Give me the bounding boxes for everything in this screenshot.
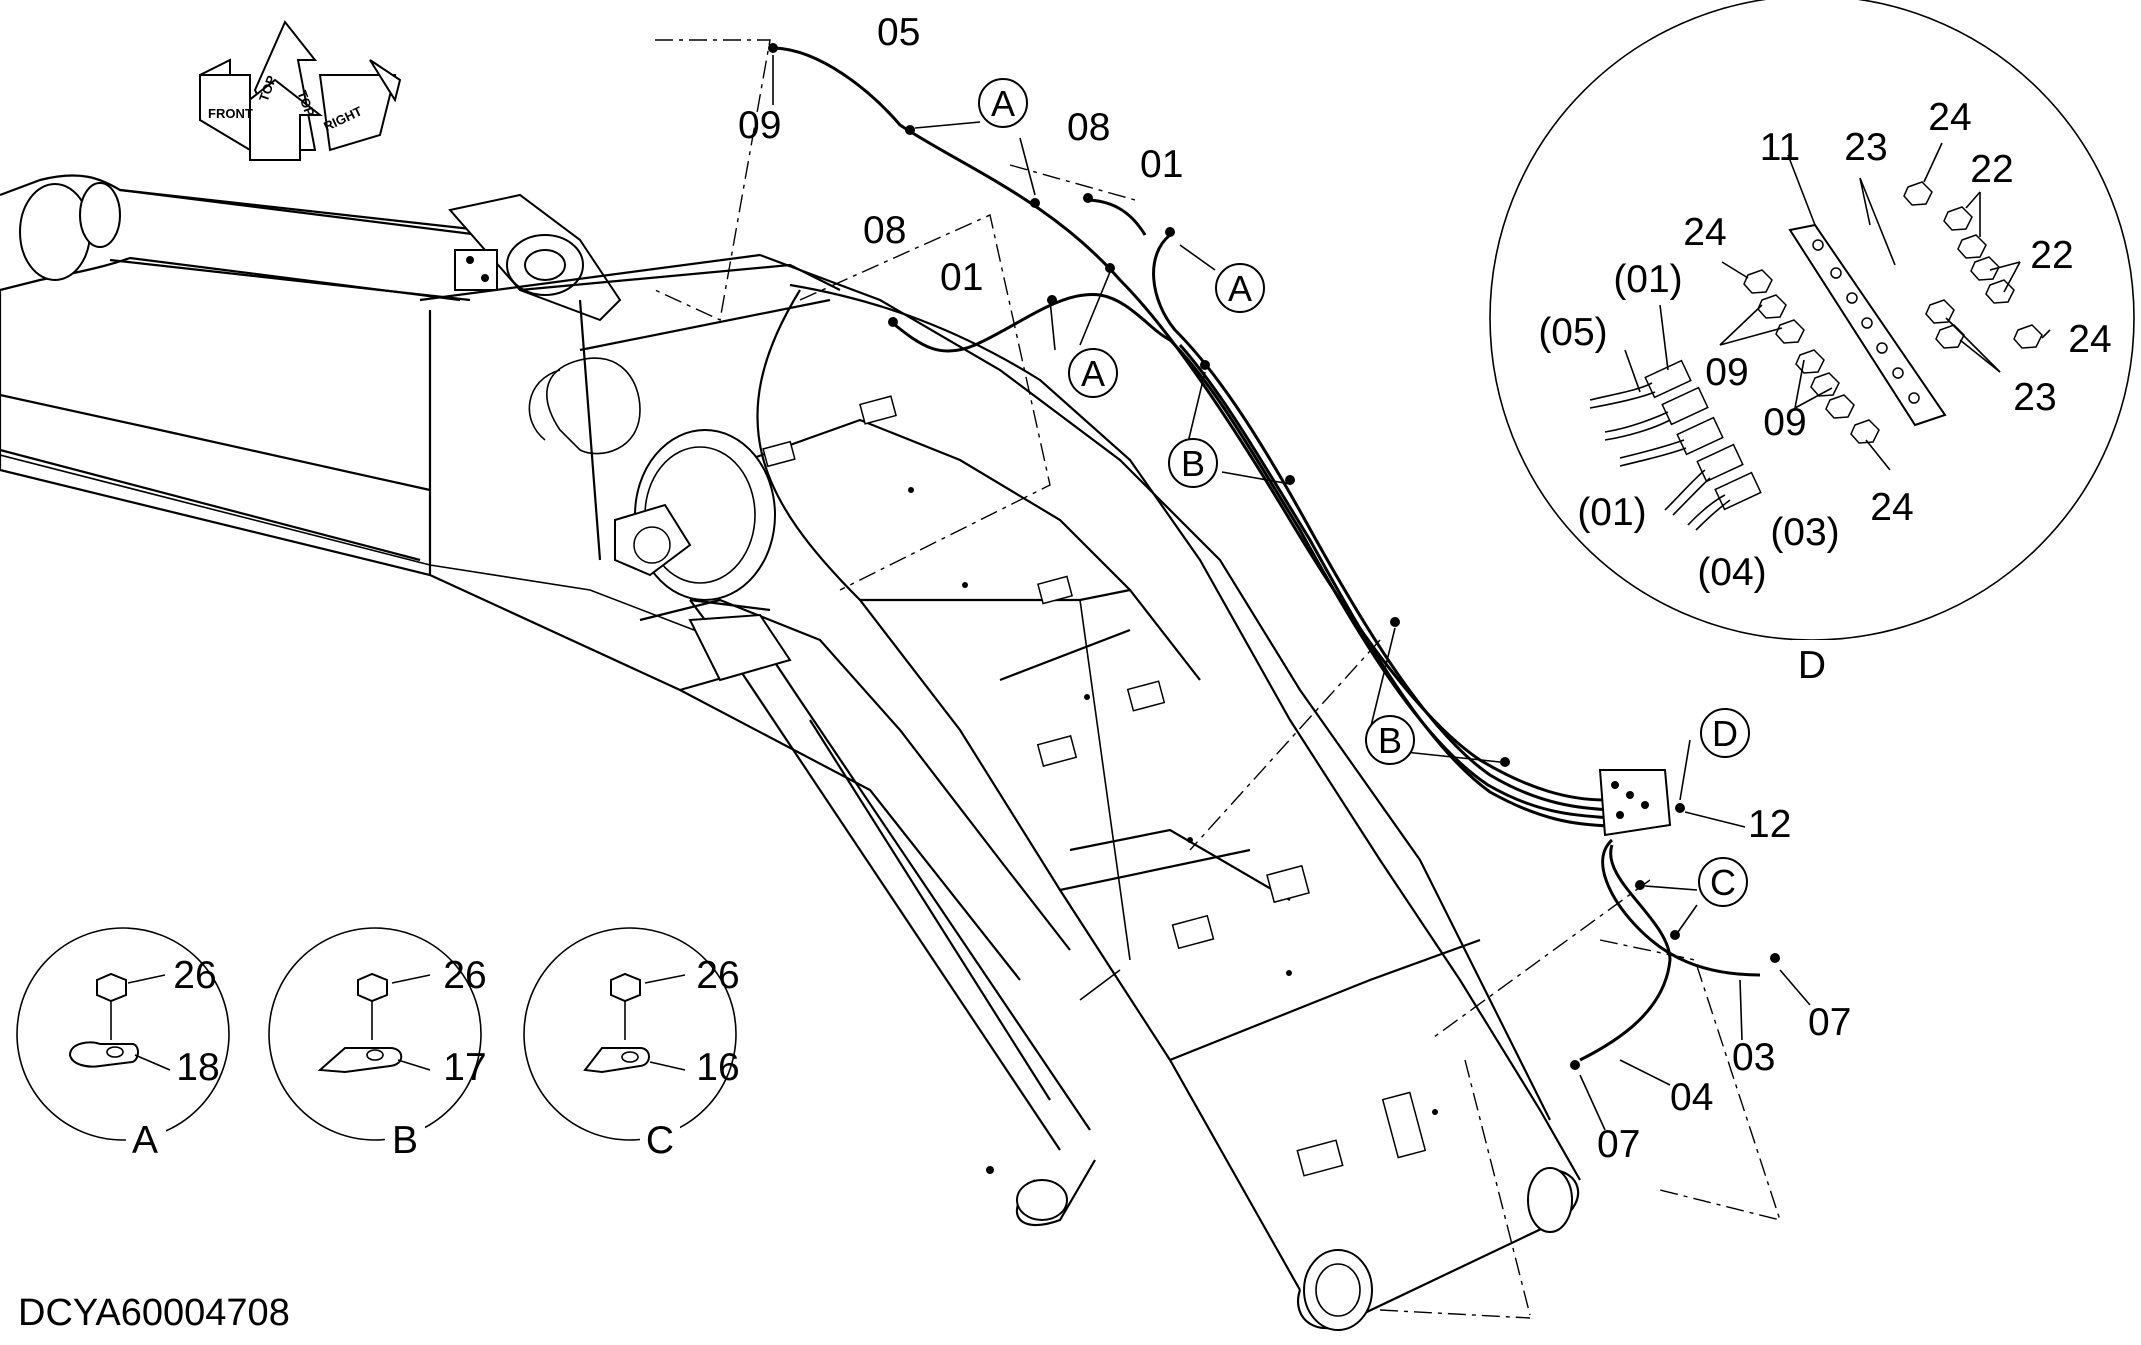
orientation-front: FRONT [208, 106, 253, 121]
detail-d-label-04-ref: (04) [1697, 551, 1766, 594]
detail-d-label-03-ref: (03) [1770, 511, 1839, 554]
svg-text:A: A [991, 83, 1015, 124]
boom-structure [0, 253, 1551, 1121]
detail-d-label-23-top: 23 [1844, 126, 1887, 169]
svg-text:A: A [1081, 353, 1105, 394]
svg-text:C: C [1710, 862, 1736, 903]
detail-b-bolt-label: 26 [443, 954, 486, 997]
hose-01-left-line [894, 293, 1611, 820]
detail-d-title: D [1798, 644, 1826, 687]
part-label-05: 05 [877, 11, 920, 54]
orientation-indicator: FRONT TOP TOP RIGHT [199, 20, 402, 161]
detail-d-label-09-lower: 09 [1763, 401, 1806, 444]
detail-d-label-24-left: 24 [1683, 211, 1726, 254]
arm-beam [756, 283, 1581, 1331]
part-label-04: 04 [1670, 1076, 1713, 1119]
callout-circle-b-upper: B [1168, 438, 1218, 488]
callout-circle-a-mid: A [1068, 348, 1118, 398]
boom-cylinder [688, 598, 1096, 1226]
arm-cylinder [0, 174, 622, 322]
detail-d-label-05-ref: (05) [1538, 311, 1607, 354]
part-label-09-top: 09 [738, 104, 781, 147]
hose-routing [768, 43, 1780, 1070]
detail-c-bolt-label: 26 [696, 954, 739, 997]
detail-d-label-24-bottom: 24 [1870, 486, 1913, 529]
svg-text:D: D [1712, 713, 1738, 754]
svg-text:A: A [1228, 268, 1252, 309]
manifold-block [1598, 769, 1672, 837]
detail-d-label-01-ref-bottom: (01) [1577, 491, 1646, 534]
svg-text:B: B [1378, 720, 1402, 761]
detail-d-hoses [1589, 359, 1762, 531]
detail-d-label-24-top: 24 [1928, 96, 1971, 139]
detail-c-title: C [646, 1119, 674, 1162]
callout-circle-c: C [1698, 857, 1748, 907]
detail-c-clamp-label: 16 [696, 1046, 739, 1089]
callout-circle-b-lower: B [1365, 715, 1415, 765]
leader-lines [654, 39, 1782, 1319]
drawing-code: DCYA60004708 [18, 1292, 290, 1334]
part-label-07-right: 07 [1808, 1001, 1851, 1044]
detail-a-bolt-label: 26 [173, 954, 216, 997]
detail-d-label-23-right: 23 [2013, 376, 2056, 419]
hose-parallel-line [1178, 344, 1613, 828]
detail-a-clamp-label: 18 [176, 1046, 219, 1089]
part-label-08-left: 08 [863, 209, 906, 252]
detail-a: 26 18 A [16, 927, 230, 1162]
hose-01-upper-line [1084, 198, 1147, 236]
hose-01-right-line [1152, 233, 1611, 812]
callout-circle-a-right: A [1215, 263, 1265, 313]
hose-03-line [1601, 838, 1761, 977]
fitting-group [1743, 181, 2043, 444]
callout-circle-a-top: A [978, 78, 1028, 128]
detail-d: D [1489, 0, 2135, 687]
callout-arrows [914, 121, 1698, 933]
detail-d-label-22-top: 22 [1970, 148, 2013, 191]
hose-05-line [774, 46, 1606, 802]
part-label-07-bottom: 07 [1597, 1123, 1640, 1166]
hose-04-line [1579, 844, 1672, 1062]
detail-b-title: B [392, 1119, 418, 1162]
detail-a-title: A [132, 1119, 158, 1162]
part-label-08-right: 08 [1067, 106, 1110, 149]
detail-d-label-24-right: 24 [2068, 318, 2111, 361]
part-label-01-left: 01 [940, 256, 983, 299]
part-label-12: 12 [1748, 803, 1791, 846]
detail-d-label-22-right: 22 [2030, 234, 2073, 277]
detail-b: 26 17 B [268, 927, 487, 1162]
part-label-03: 03 [1732, 1036, 1775, 1079]
detail-c: 26 16 C [523, 927, 740, 1162]
detail-d-label-09-upper: 09 [1705, 351, 1748, 394]
detail-d-label-11: 11 [1760, 126, 1801, 169]
part-label-01-right: 01 [1140, 143, 1183, 186]
callout-circle-d: D [1700, 708, 1750, 758]
detail-b-clamp-label: 17 [443, 1046, 486, 1089]
detail-d-label-01-ref-top: (01) [1613, 258, 1682, 301]
svg-text:B: B [1181, 443, 1205, 484]
